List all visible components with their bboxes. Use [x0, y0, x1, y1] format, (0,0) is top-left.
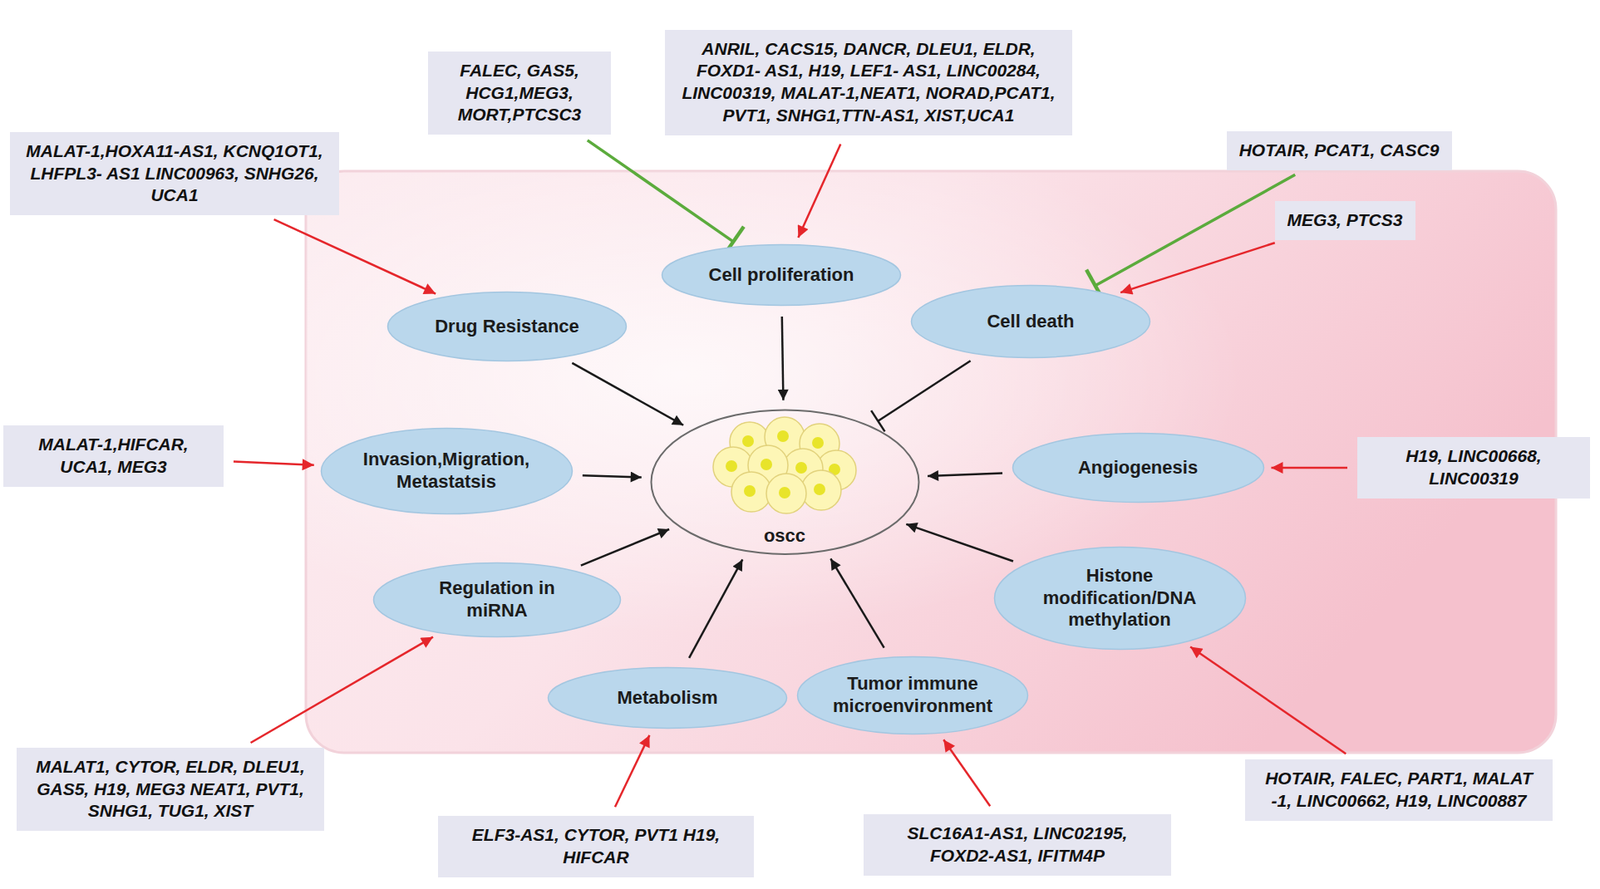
process-label: Drug Resistance [434, 315, 580, 339]
gene-list-box: SLC16A1-AS1, LINC02195, FOXD2-AS1, IFITM… [863, 814, 1172, 877]
activation-arrow [251, 637, 434, 744]
gene-list: HOTAIR, PCAT1, CASC9 [1239, 139, 1440, 163]
activation-arrow [782, 316, 784, 401]
process-ellipse: Regulation in miRNA [372, 561, 622, 639]
gene-list: MALAT-1,HIFCAR, UCA1, MEG3 [15, 433, 212, 478]
activation-arrow [797, 143, 841, 238]
gene-list: H19, LINC00668, LINC00319 [1369, 445, 1578, 490]
activation-arrow [943, 739, 990, 807]
gene-list: ELF3-AS1, CYTOR, PVT1 H19, HIFCAR [450, 824, 742, 869]
ellipse-shape [662, 245, 901, 306]
ellipse-shape [1012, 433, 1264, 503]
process-ellipse: Tumor immune microenvironment [796, 655, 1029, 736]
gene-list-box: H19, LINC00668, LINC00319 [1357, 437, 1591, 499]
gene-list-box: HOTAIR, PCAT1, CASC9 [1226, 131, 1453, 171]
gene-list-box: MALAT1, CYTOR, ELDR, DLEU1, GAS5, H19, M… [16, 748, 325, 832]
inhibition-line [877, 360, 970, 422]
activation-arrow [580, 529, 670, 567]
ellipse-shape [911, 285, 1151, 359]
process-label: Invasion,Migration, Metastatsis [342, 448, 551, 494]
activation-arrow [582, 475, 642, 478]
tumor-label: oscc [763, 525, 806, 547]
tumor-cells-illustration [713, 417, 857, 514]
gene-list: MALAT-1,HOXA11-AS1, KCNQ1OT1, LHFPL3- AS… [22, 140, 327, 207]
gene-list-box: MEG3, PTCS3 [1275, 201, 1416, 241]
gene-list-box: MALAT-1,HOXA11-AS1, KCNQ1OT1, LHFPL3- AS… [9, 132, 340, 216]
process-ellipse: Metabolism [546, 666, 788, 730]
process-label: Cell proliferation [708, 264, 855, 287]
ellipse-shape [374, 563, 621, 638]
ellipse-shape [650, 409, 919, 554]
activation-arrow [1190, 647, 1346, 755]
activation-arrow [571, 363, 684, 426]
gene-list: ANRIL, CACS15, DANCR, DLEU1, ELDR, FOXD1… [677, 38, 1060, 128]
process-ellipse: Histone modification/DNA methylation [993, 546, 1247, 651]
tumor-ellipse: oscc [649, 408, 921, 556]
activation-arrow [233, 461, 315, 465]
activation-arrow [1120, 242, 1276, 293]
gene-list: FALEC, GAS5, HCG1,MEG3, MORT,PTCSC3 [440, 59, 599, 127]
gene-list-box: MALAT-1,HIFCAR, UCA1, MEG3 [3, 425, 224, 488]
process-label: Tumor immune microenvironment [823, 673, 1003, 719]
process-label: Metabolism [616, 687, 718, 710]
process-ellipse: Angiogenesis [1011, 432, 1266, 504]
ellipse-shape [388, 292, 627, 362]
gene-list: HOTAIR, FALEC, PART1, MALAT -1, LINC0066… [1257, 768, 1541, 813]
process-ellipse: Drug Resistance [386, 290, 628, 363]
process-ellipse: Cell death [910, 284, 1152, 360]
process-label: Cell death [986, 310, 1074, 334]
activation-arrow [274, 219, 437, 295]
ellipse-shape [320, 428, 572, 515]
activation-arrow [830, 558, 884, 648]
activation-arrow [615, 735, 650, 808]
process-label: Angiogenesis [1078, 457, 1198, 480]
inhibition-line [587, 140, 734, 242]
gene-list: SLC16A1-AS1, LINC02195, FOXD2-AS1, IFITM… [876, 822, 1159, 867]
gene-list-box: FALEC, GAS5, HCG1,MEG3, MORT,PTCSC3 [428, 51, 611, 135]
ellipse-shape [994, 547, 1246, 650]
gene-list: MEG3, PTCS3 [1287, 209, 1404, 232]
activation-arrow [1271, 467, 1349, 470]
process-ellipse: Invasion,Migration, Metastatsis [320, 427, 574, 516]
gene-list-box: ELF3-AS1, CYTOR, PVT1 H19, HIFCAR [438, 816, 754, 878]
activation-arrow [927, 473, 1003, 478]
activation-arrow [689, 559, 743, 658]
process-label: Histone modification/DNA methylation [1030, 565, 1210, 632]
gene-list: MALAT1, CYTOR, ELDR, DLEU1, GAS5, H19, M… [29, 756, 312, 823]
gene-list-box: HOTAIR, FALEC, PART1, MALAT -1, LINC0066… [1245, 759, 1553, 822]
gene-list-box: ANRIL, CACS15, DANCR, DLEU1, ELDR, FOXD1… [664, 29, 1073, 136]
process-ellipse: Cell proliferation [660, 243, 902, 307]
activation-arrow [905, 524, 1014, 562]
ellipse-shape [548, 668, 788, 729]
process-label: Regulation in miRNA [430, 577, 564, 623]
ellipse-shape [797, 657, 1029, 735]
